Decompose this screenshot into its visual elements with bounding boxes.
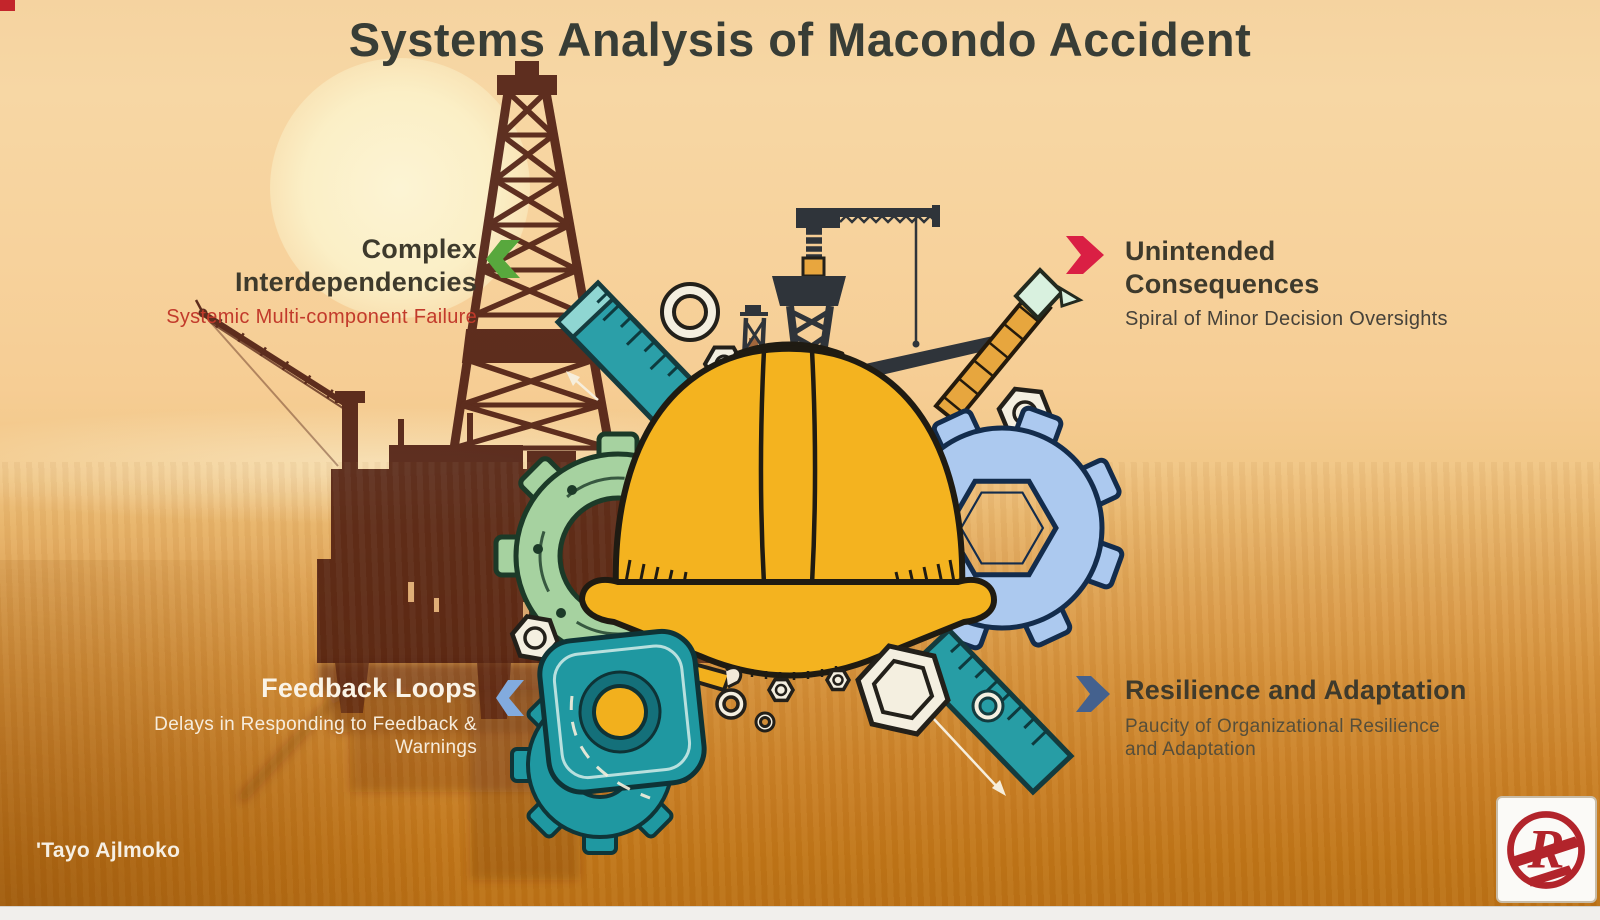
section-subtitle: Systemic Multi-component Failure (166, 306, 477, 328)
arrow-icon (566, 371, 580, 386)
section-subtitle: Delays in Responding to Feedback & Warni… (154, 714, 477, 758)
chevron-right-icon (1066, 236, 1104, 274)
arrow-icon (992, 780, 1006, 796)
chevron-right-icon (1076, 676, 1110, 712)
hex-nut-icon (855, 643, 951, 737)
tape-measure-icon (537, 628, 743, 795)
logo-monogram-icon: R (1507, 811, 1585, 889)
hard-hat-icon (579, 341, 997, 680)
platform-crane-icon (194, 299, 365, 473)
section-resilience-and-adaptation: Resilience and Adaptation Paucity of Org… (1125, 674, 1467, 761)
section-heading: Complex Interdependencies (235, 234, 477, 297)
derrick-tower (447, 91, 617, 463)
yardstick-icon (933, 267, 1084, 425)
hanging-beam (856, 334, 1006, 380)
section-heading: Resilience and Adaptation (1125, 675, 1467, 705)
section-complex-interdependencies: Complex Interdependencies Systemic Multi… (166, 233, 477, 329)
corner-red-mark (0, 0, 15, 11)
chevron-left-icon (486, 240, 520, 278)
section-heading: Unintended Consequences (1125, 236, 1320, 299)
chevron-left-icon (496, 680, 524, 716)
section-feedback-loops: Feedback Loops Delays in Responding to F… (154, 672, 477, 759)
section-subtitle: Spiral of Minor Decision Oversights (1125, 308, 1448, 330)
dashed-guide-line (569, 695, 651, 800)
bottom-strip (0, 906, 1600, 920)
logo-badge: R (1496, 796, 1597, 903)
section-heading: Feedback Loops (261, 673, 477, 703)
author-credit: 'Tayo Ajlmoko (36, 839, 181, 862)
nuts-and-bolts (715, 668, 852, 733)
section-unintended-consequences: Unintended Consequences Spiral of Minor … (1125, 235, 1448, 331)
washer-ring-icon (659, 282, 720, 342)
page-title: Systems Analysis of Macondo Accident (348, 13, 1252, 66)
section-subtitle: Paucity of Organizational Resilience and… (1125, 716, 1440, 760)
